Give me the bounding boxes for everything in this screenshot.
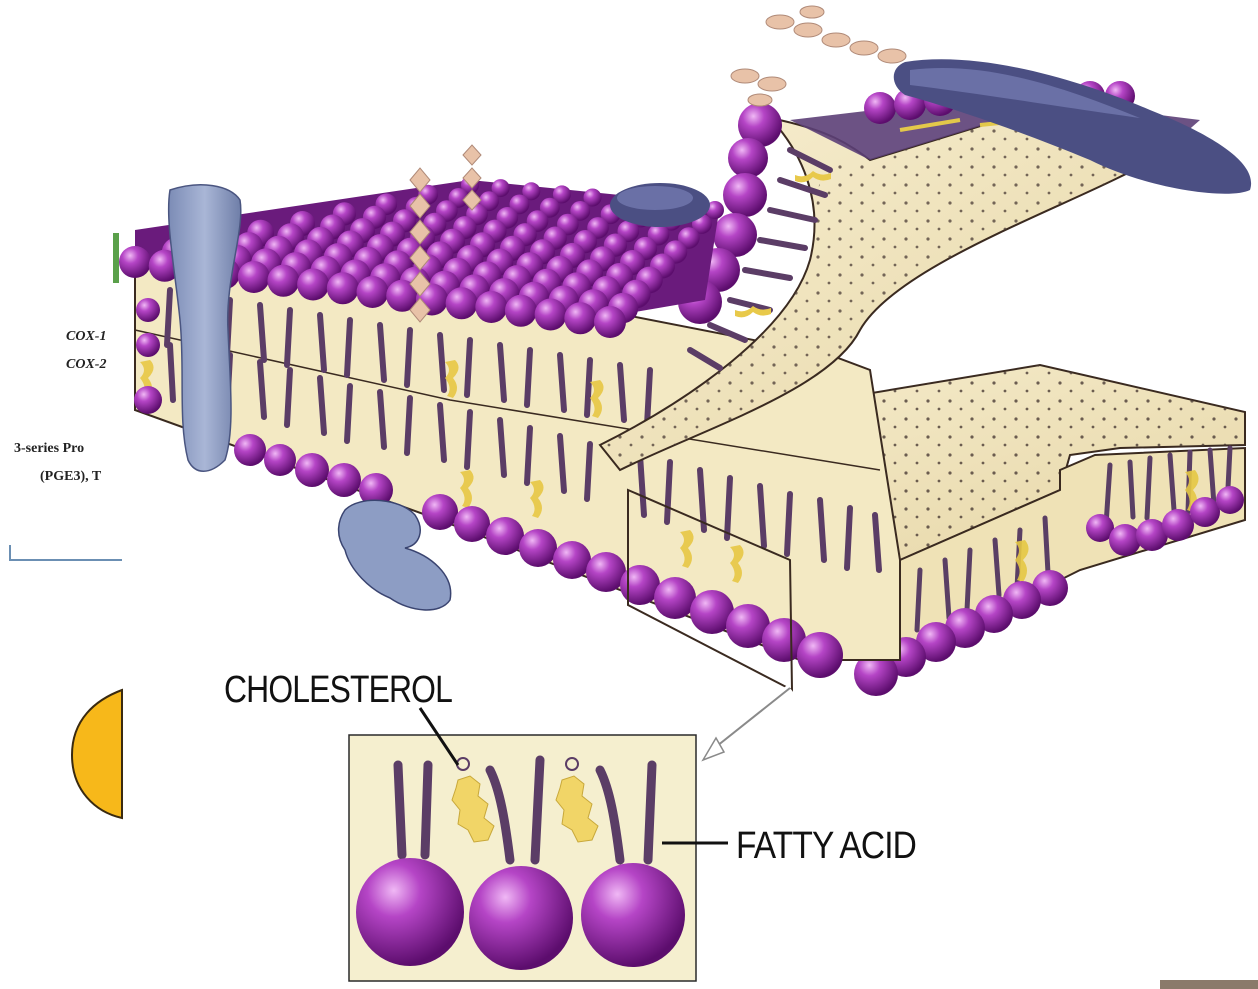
phospholipid-head [327,272,359,304]
zoom-arrow [703,688,790,760]
cox-1-text: COX-1 [66,329,106,344]
orange-shape [72,690,122,818]
phospholipid-head [446,287,478,319]
phospholipid-head [119,246,151,278]
phospholipid-head [267,265,299,297]
phospholipid-head [564,302,596,334]
bottom-corner-bar [1160,980,1258,989]
phospholipid-head [594,306,626,338]
cox-2-text: COX-2 [66,357,106,372]
fatty-acid-label: FATTY ACID [736,825,916,867]
green-bracket [113,233,119,283]
phospholipid-head [238,261,270,293]
inset-detail-box [349,735,696,981]
surface-protein-oval [610,183,710,227]
fatty-acid-callout: FATTY ACID [662,825,916,867]
phospholipid-head [505,295,537,327]
cholesterol-label: CHOLESTEROL [224,669,452,711]
phospholipid-head [357,276,389,308]
phospholipid-head [475,291,507,323]
glycan-chain-top [731,6,906,106]
phospholipid-head [297,269,329,301]
pge3-text: (PGE3), T [40,469,102,484]
phospholipid-head [535,299,567,331]
inset-phospholipid-head [356,858,685,970]
bracket-line [10,545,122,560]
series-prostaglandin-text: 3-series Pro [14,441,84,456]
